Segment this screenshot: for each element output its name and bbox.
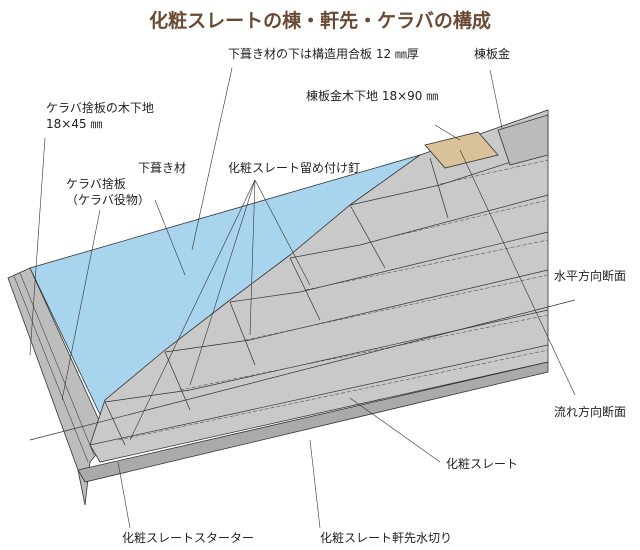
eave-flashing	[77, 361, 549, 483]
label-plywood: 下葺き材の下は構造用合板 12 ㎜厚	[228, 47, 419, 61]
label-verge-base-line2: 18×45 ㎜	[46, 117, 103, 131]
label-verge-base: ケラバ捨板の木下地 18×45 ㎜	[46, 100, 154, 132]
label-starter: 化粧スレートスターター	[122, 531, 255, 545]
label-ridge-base: 棟板金木下地 18×90 ㎜	[306, 89, 439, 103]
horizontal-section-line	[29, 299, 576, 441]
label-nails: 化粧スレート留め付け釘	[228, 161, 361, 175]
ridge-metal	[497, 114, 549, 166]
label-eave-flashing: 化粧スレート軒先水切り	[320, 531, 453, 545]
slate-rows	[89, 149, 549, 446]
label-verge-board-line2: （ケラバ役物）	[66, 193, 150, 207]
label-slate: 化粧スレート	[446, 457, 519, 471]
slate-area	[89, 109, 549, 463]
ridge-wood-base	[424, 131, 499, 169]
nail-lines	[117, 159, 549, 441]
label-underlay: 下葺き材	[138, 161, 187, 175]
diagram-title: 化粧スレートの棟・軒先・ケラバの構成	[149, 10, 491, 32]
label-verge-board-line1: ケラバ捨板	[66, 177, 126, 191]
label-verge-board: ケラバ捨板 （ケラバ役物）	[66, 176, 150, 208]
label-horizontal-section: 水平方向断面	[554, 269, 627, 283]
label-ridge-metal: 棟板金	[474, 47, 511, 61]
label-verge-base-line1: ケラバ捨板の木下地	[46, 101, 154, 115]
label-flow-section: 流れ方向断面	[554, 405, 627, 419]
leader-lines	[29, 67, 576, 529]
